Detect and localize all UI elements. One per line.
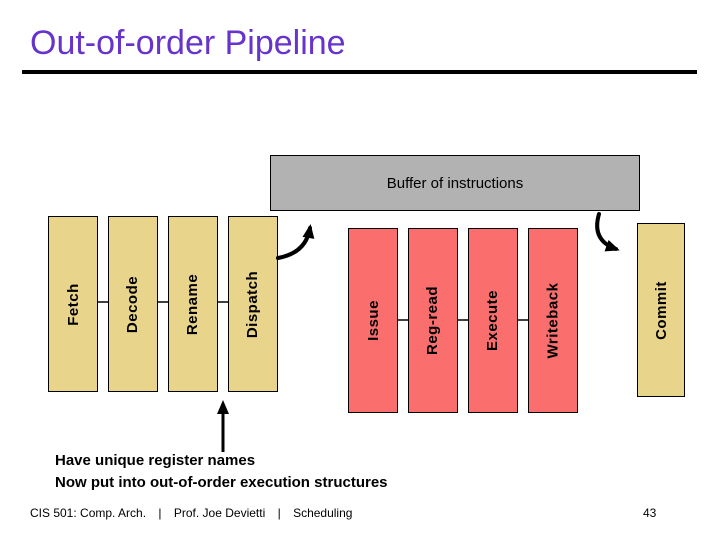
buffer-label: Buffer of instructions (386, 174, 524, 192)
page-number: 43 (643, 506, 657, 520)
dispatch-to-buffer-arrow (276, 224, 315, 260)
stage-connector-lines (98, 301, 528, 321)
stage-box-dispatch: Dispatch (228, 216, 278, 392)
footer-course: CIS 501: Comp. Arch. (30, 506, 147, 520)
slide-title: Out-of-order Pipeline (30, 24, 346, 62)
footer-separator: | (277, 506, 281, 520)
stage-box-commit: Commit (637, 223, 685, 397)
stage-label-writeback: Writeback (544, 282, 562, 359)
stage-box-fetch: Fetch (48, 216, 98, 392)
stage-box-execute: Execute (468, 228, 518, 413)
footer-topic: Scheduling (293, 506, 353, 520)
buffer-to-commit-arrow (595, 212, 620, 252)
stage-label-fetch: Fetch (64, 282, 82, 326)
notes-block: Have unique register names Now put into … (55, 450, 388, 494)
stage-label-reg-read: Reg-read (424, 285, 442, 356)
stage-label-decode: Decode (124, 275, 142, 333)
stage-box-decode: Decode (108, 216, 158, 392)
stage-label-execute: Execute (484, 289, 502, 352)
stage-label-issue: Issue (364, 300, 382, 341)
stage-box-writeback: Writeback (528, 228, 578, 413)
footer: CIS 501: Comp. Arch. | Prof. Joe Deviett… (30, 506, 352, 520)
note-line-1: Have unique register names (55, 452, 256, 469)
stage-label-commit: Commit (652, 280, 670, 340)
stage-label-rename: Rename (184, 273, 202, 335)
footer-author: Prof. Joe Devietti (173, 506, 266, 520)
note-line-2: Now put into out-of-order execution stru… (55, 474, 388, 491)
footer-separator: | (158, 506, 162, 520)
buffer-of-instructions-box: Buffer of instructions (270, 155, 640, 211)
stage-box-reg-read: Reg-read (408, 228, 458, 413)
stage-label-dispatch: Dispatch (244, 270, 262, 338)
title-underline-rule (22, 70, 697, 74)
stage-box-rename: Rename (168, 216, 218, 392)
stage-box-issue: Issue (348, 228, 398, 413)
